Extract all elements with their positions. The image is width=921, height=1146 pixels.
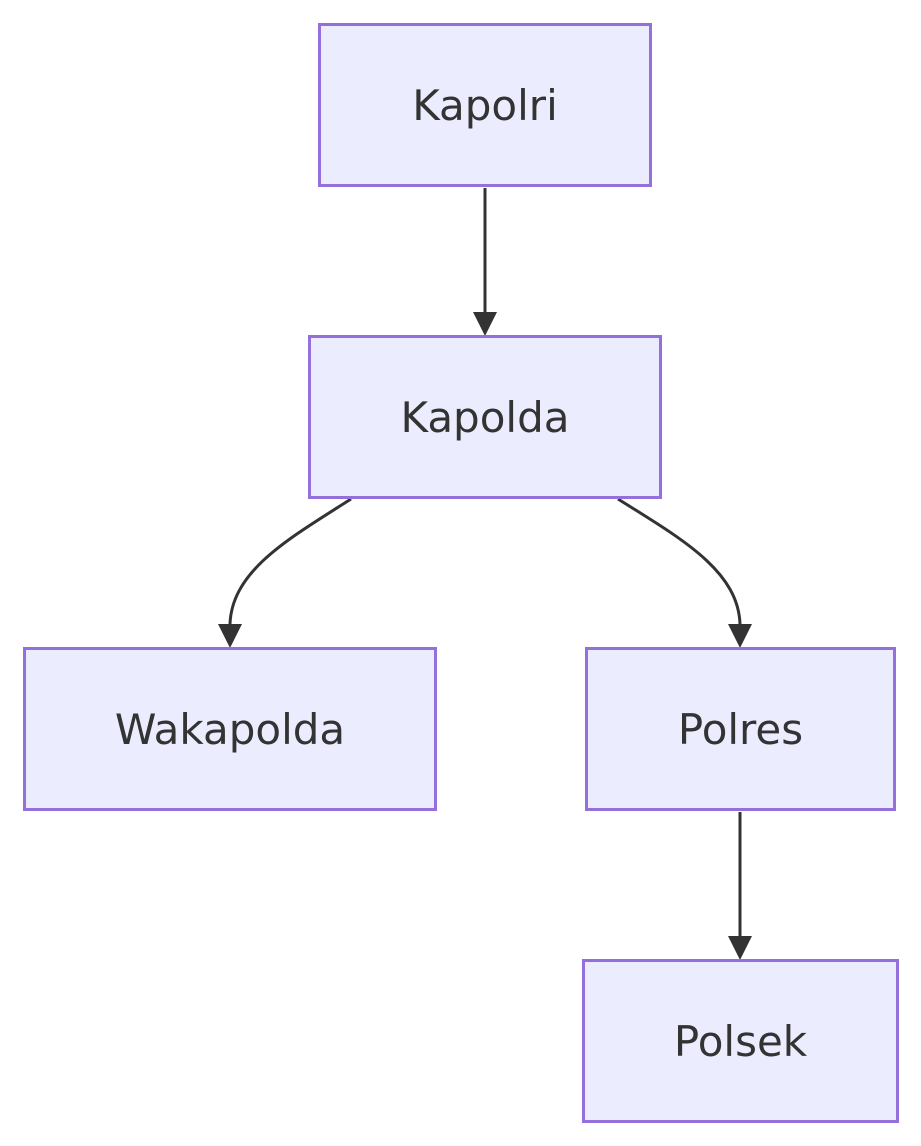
node-polsek-label: Polsek <box>673 1016 808 1066</box>
arrowhead-polsek <box>728 936 752 960</box>
edge-kapolda-polres <box>617 497 742 625</box>
node-kapolda-label: Kapolda <box>400 392 570 442</box>
node-wakapolda-label: Wakapolda <box>114 704 346 754</box>
node-kapolda: Kapolda <box>308 335 662 499</box>
node-kapolri-label: Kapolri <box>412 80 558 130</box>
node-kapolri: Kapolri <box>318 23 652 187</box>
node-polres: Polres <box>585 647 896 811</box>
edge-kapolda-wakapolda <box>228 497 352 625</box>
node-polsek: Polsek <box>582 959 899 1123</box>
arrowhead-polres <box>728 624 752 648</box>
arrowhead-wakapolda <box>218 624 242 648</box>
arrowhead-kapolda <box>473 312 497 336</box>
node-polres-label: Polres <box>677 704 804 754</box>
node-wakapolda: Wakapolda <box>23 647 437 811</box>
